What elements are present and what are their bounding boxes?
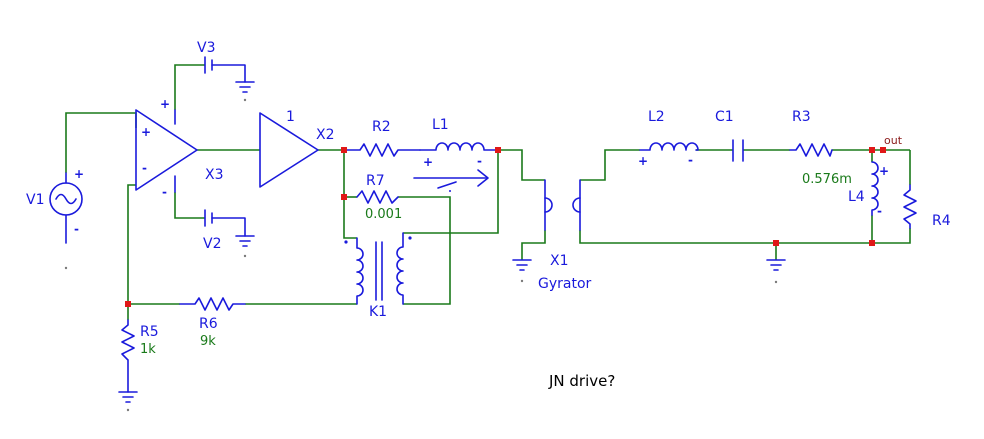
c1-label: C1 [715, 109, 734, 125]
resistor-r2[interactable]: R2 [343, 119, 421, 157]
battery-v2[interactable]: V2 [203, 209, 255, 258]
v2-label: V2 [203, 236, 221, 252]
r2-label: R2 [372, 119, 391, 135]
source-v1[interactable]: + - V1 [26, 167, 84, 270]
svg-text:-: - [477, 154, 482, 168]
r5-value: 1k [140, 342, 156, 357]
diagram-caption: JN drive? [548, 372, 615, 390]
l2-label: L2 [648, 109, 665, 125]
r3-label: R3 [792, 109, 811, 125]
inductor-l2[interactable]: + - L2 [638, 109, 699, 168]
wires [65, 64, 911, 320]
opamp-x3[interactable]: + - + - X3 [135, 97, 224, 199]
svg-text:+: + [423, 155, 433, 169]
transformer-k1[interactable]: K1 [344, 232, 412, 320]
v1-label: V1 [26, 192, 44, 208]
svg-text:-: - [162, 185, 167, 199]
gyrator-x1[interactable]: X1 Gyrator [512, 179, 592, 292]
l4-label: L4 [848, 189, 865, 205]
inductor-l1[interactable]: + - L1 [413, 117, 499, 192]
svg-text:-: - [877, 204, 882, 218]
gain-label: 1 [286, 109, 295, 125]
svg-text:-: - [142, 161, 147, 175]
resistor-r3[interactable]: R3 [789, 109, 833, 157]
junction-nodes [125, 147, 886, 307]
svg-text:-: - [688, 153, 693, 167]
r7-value: 0.001 [365, 207, 402, 222]
svg-text:+: + [879, 164, 889, 178]
svg-text:+: + [160, 97, 170, 111]
inductor-l4[interactable]: + - L4 0.576m [802, 161, 889, 218]
svg-text:+: + [74, 167, 84, 181]
v3-label: V3 [197, 40, 215, 56]
x3-label: X3 [205, 167, 224, 183]
gyrator-label: Gyrator [538, 276, 592, 292]
r6-label: R6 [199, 316, 218, 332]
r4-label: R4 [932, 213, 951, 229]
battery-v3[interactable]: V3 [197, 40, 255, 102]
l4-value: 0.576m [802, 172, 852, 187]
l1-label: L1 [432, 117, 449, 133]
r6-value: 9k [200, 334, 216, 349]
r7-label: R7 [366, 173, 385, 189]
capacitor-c1[interactable]: C1 [715, 109, 744, 162]
svg-text:+: + [638, 154, 648, 168]
k1-label: K1 [369, 304, 387, 320]
out-net-label: out [884, 134, 903, 147]
resistor-r7[interactable]: R7 0.001 [356, 173, 402, 222]
ground-main [766, 259, 786, 284]
resistor-r4[interactable]: R4 [903, 184, 951, 229]
x2-label: X2 [316, 127, 335, 143]
resistor-r6[interactable]: R6 9k [179, 297, 246, 349]
svg-text:+: + [141, 125, 151, 139]
buffer-x2[interactable]: 1 X2 [259, 109, 335, 188]
svg-text:-: - [74, 222, 79, 236]
resistor-r5[interactable]: R5 1k [118, 319, 159, 412]
r5-label: R5 [140, 324, 159, 340]
x1-label: X1 [550, 253, 569, 269]
